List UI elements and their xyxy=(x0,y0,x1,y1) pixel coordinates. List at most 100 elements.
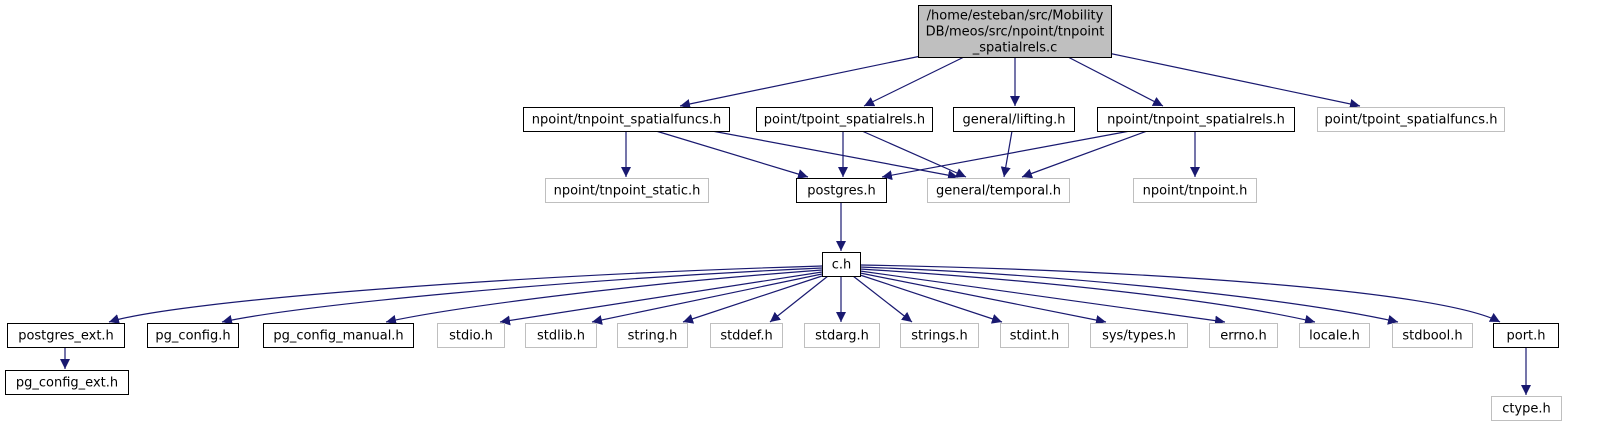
node-tnpoint-spatialfuncs[interactable]: npoint/tnpoint_spatialfuncs.h xyxy=(523,107,730,132)
node-box xyxy=(5,370,129,395)
node-box xyxy=(710,323,783,348)
node-box xyxy=(822,252,861,277)
node-label: point/tpoint_spatialrels.h xyxy=(764,113,925,128)
node-label: stdint.h xyxy=(1010,329,1059,344)
node-label: stddef.h xyxy=(720,329,772,344)
node-sys-types: sys/types.h xyxy=(1090,323,1188,348)
nodes-layer: /home/esteban/src/MobilityDB/meos/src/np… xyxy=(5,5,1562,421)
node-box xyxy=(1299,323,1370,348)
edge-c-to-pg-config-manual xyxy=(385,269,823,325)
node-box xyxy=(1133,178,1257,203)
node-box xyxy=(796,178,887,203)
node-lifting[interactable]: general/lifting.h xyxy=(953,107,1075,132)
node-box xyxy=(1090,323,1188,348)
node-box xyxy=(756,107,933,132)
node-label: postgres_ext.h xyxy=(18,329,114,344)
node-label: c.h xyxy=(832,258,852,273)
node-label: DB/meos/src/npoint/tnpoint xyxy=(926,25,1105,40)
node-stdint: stdint.h xyxy=(1000,323,1069,348)
node-label: pg_config_ext.h xyxy=(16,376,118,391)
node-label: port.h xyxy=(1506,329,1545,344)
node-label: npoint/tnpoint_spatialrels.h xyxy=(1107,113,1285,128)
edge-c-to-errno xyxy=(859,270,1226,326)
node-label: errno.h xyxy=(1220,329,1267,344)
edge-c-to-stdbool xyxy=(859,266,1399,325)
node-tnpoint-spatialrels[interactable]: npoint/tnpoint_spatialrels.h xyxy=(1097,107,1295,132)
node-tpoint-spatialrels[interactable]: point/tpoint_spatialrels.h xyxy=(756,107,933,132)
node-box xyxy=(617,323,688,348)
node-label: pg_config.h xyxy=(155,329,230,344)
node-label: locale.h xyxy=(1309,329,1360,344)
node-label: string.h xyxy=(628,329,678,344)
node-label: stdio.h xyxy=(449,329,493,344)
node-label: npoint/tnpoint_static.h xyxy=(554,184,701,199)
edge-c-to-postgres-ext xyxy=(108,265,823,324)
node-postgres[interactable]: postgres.h xyxy=(796,178,887,203)
edge-c-to-stdlib xyxy=(591,273,823,325)
node-stdbool: stdbool.h xyxy=(1392,323,1473,348)
edge-c-to-locale xyxy=(859,268,1316,325)
node-label: stdlib.h xyxy=(537,329,585,344)
node-tnpoint-static: npoint/tnpoint_static.h xyxy=(545,178,709,203)
node-ctype: ctype.h xyxy=(1491,396,1562,421)
node-label: stdbool.h xyxy=(1402,329,1462,344)
node-postgres-ext[interactable]: postgres_ext.h xyxy=(7,323,125,348)
edge-c-to-stddef xyxy=(769,275,829,323)
node-label: _spatialrels.c xyxy=(972,41,1058,56)
node-label: point/tpoint_spatialfuncs.h xyxy=(1325,113,1498,128)
node-label: postgres.h xyxy=(807,184,876,199)
node-box xyxy=(523,107,730,132)
node-box xyxy=(1491,396,1562,421)
node-label: npoint/tnpoint.h xyxy=(1143,184,1248,199)
node-label: stdarg.h xyxy=(815,329,869,344)
node-box xyxy=(1000,323,1069,348)
node-pg-config-manual[interactable]: pg_config_manual.h xyxy=(263,323,414,348)
edge-tpoint-spatialrels-to-temporal xyxy=(861,130,967,178)
node-label: /home/esteban/src/Mobility xyxy=(927,9,1104,24)
node-label: ctype.h xyxy=(1502,402,1551,417)
node-label: general/lifting.h xyxy=(963,113,1066,128)
edge-root-to-tpoint-spatialfuncs xyxy=(1107,52,1361,109)
node-box xyxy=(525,323,597,348)
node-temporal: general/temporal.h xyxy=(927,178,1070,203)
edge-c-to-pg-config xyxy=(221,267,823,325)
node-stdarg: stdarg.h xyxy=(804,323,880,348)
node-label: sys/types.h xyxy=(1102,329,1176,344)
node-box xyxy=(1392,323,1473,348)
node-c[interactable]: c.h xyxy=(822,252,861,277)
node-tnpoint: npoint/tnpoint.h xyxy=(1133,178,1257,203)
edge-root-to-tpoint-spatialrels xyxy=(863,56,965,107)
node-label: npoint/tnpoint_spatialfuncs.h xyxy=(532,113,721,128)
edge-c-to-string xyxy=(682,275,823,324)
edge-tnpoint-spatialrels-to-temporal xyxy=(1021,130,1148,179)
node-label: strings.h xyxy=(911,329,967,344)
node-errno: errno.h xyxy=(1209,323,1278,348)
node-stddef: stddef.h xyxy=(710,323,783,348)
node-box xyxy=(918,5,1112,58)
node-box xyxy=(147,323,239,348)
node-box xyxy=(953,107,1075,132)
node-tpoint-spatialfuncs: point/tpoint_spatialfuncs.h xyxy=(1317,107,1505,132)
node-pg-config-ext[interactable]: pg_config_ext.h xyxy=(5,370,129,395)
edge-c-to-port xyxy=(859,264,1501,323)
node-box xyxy=(900,323,979,348)
node-box xyxy=(437,323,505,348)
node-box xyxy=(1097,107,1295,132)
edge-root-to-tnpoint-spatialfuncs xyxy=(679,55,922,109)
node-strings: strings.h xyxy=(900,323,979,348)
node-box xyxy=(7,323,125,348)
node-stdio: stdio.h xyxy=(437,323,505,348)
node-box xyxy=(1493,323,1559,348)
node-port[interactable]: port.h xyxy=(1493,323,1559,348)
edge-c-to-strings xyxy=(852,275,913,323)
node-pg-config[interactable]: pg_config.h xyxy=(147,323,239,348)
edge-tnpoint-spatialrels-to-postgres xyxy=(881,130,1131,181)
node-label: general/temporal.h xyxy=(936,184,1061,199)
node-string: string.h xyxy=(617,323,688,348)
node-box xyxy=(804,323,880,348)
edge-c-to-sys-types xyxy=(859,272,1107,325)
edge-tnpoint-spatialfuncs-to-postgres xyxy=(655,130,809,179)
edge-root-to-tnpoint-spatialrels xyxy=(1067,56,1164,107)
node-label: pg_config_manual.h xyxy=(273,329,403,344)
